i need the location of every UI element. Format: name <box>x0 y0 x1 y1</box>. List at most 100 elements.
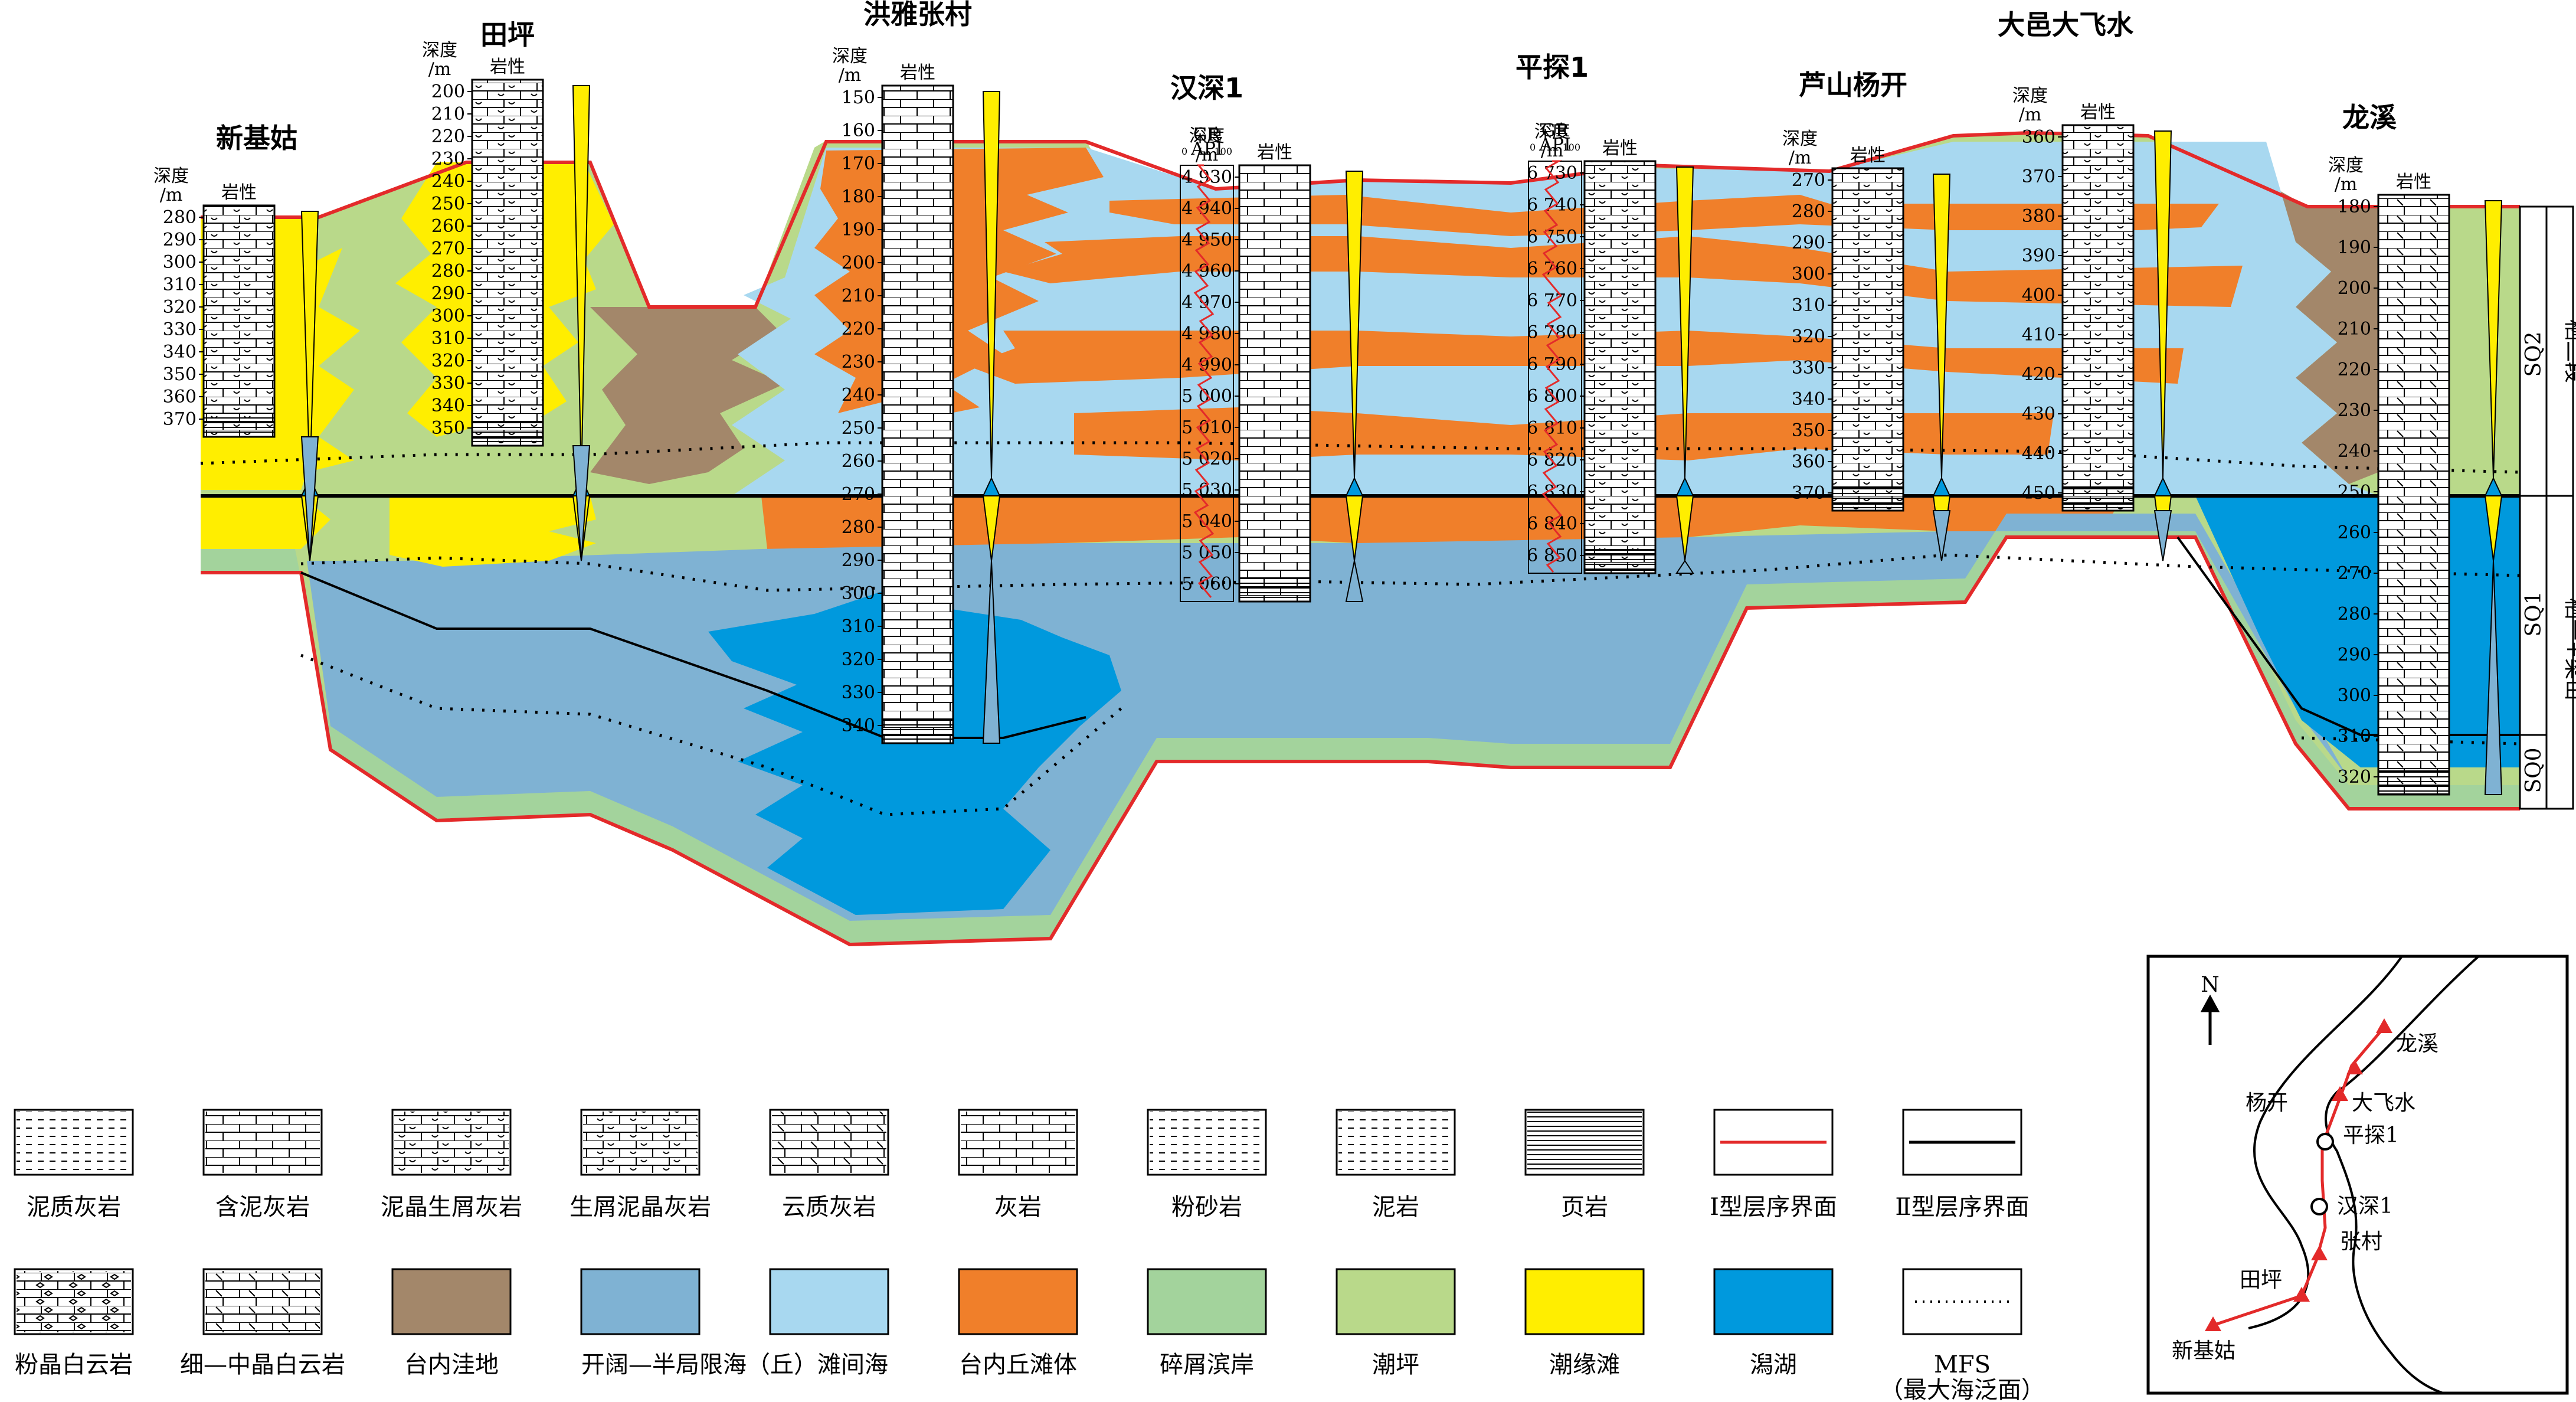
depth-tick-label: 340 <box>842 715 875 736</box>
regressive-triangle <box>2484 200 2503 479</box>
sequence-column-frame <box>2519 205 2548 810</box>
legend-label: 生屑泥晶灰岩 <box>569 1194 711 1221</box>
depth-header: 深度 <box>422 40 457 61</box>
depth-tick-label: 350 <box>1792 420 1825 441</box>
legend-label: 泥晶生屑灰岩 <box>381 1194 522 1221</box>
depth-tick-label: 190 <box>842 220 875 240</box>
legend-swatch-pattern <box>205 1112 320 1173</box>
shale-base-dafeishui <box>2062 486 2134 511</box>
depth-tick-label: 300 <box>431 306 465 326</box>
inset-label-zhangcun: 张村 <box>2340 1230 2382 1254</box>
depth-tick-label: 5 040 <box>1181 511 1232 532</box>
depth-unit-header: /m <box>2335 174 2358 195</box>
depth-header: 深度 <box>2012 86 2048 106</box>
depth-unit-header: /m <box>1196 145 1219 165</box>
depth-tick-label: 430 <box>2022 404 2055 424</box>
legend-item-suixie: 碎屑滨岸 <box>1147 1268 1267 1378</box>
depth-tick-label: 240 <box>431 171 465 192</box>
legend-item-kaikuo: 开阔—半局限海（丘）滩间海 <box>580 1268 888 1378</box>
shale-base-longxi <box>2378 770 2450 795</box>
depth-unit-header: /m <box>428 59 451 80</box>
lithology-fill-longxi <box>2378 195 2449 795</box>
gr-unit-label: API <box>1190 139 1223 159</box>
legend-label: 云质灰岩 <box>782 1194 876 1221</box>
depth-tick-label: 340 <box>1792 389 1825 410</box>
depth-tick-label: 6 780 <box>1527 322 1577 343</box>
inset-frame <box>2146 955 2569 1395</box>
lithology-fill-tianping <box>472 80 543 446</box>
lower-transgressive-triangle <box>982 560 1001 744</box>
gr-log-track <box>1180 165 1234 602</box>
legend-item-chaoyuan: 潮缘滩 <box>1524 1268 1645 1378</box>
depth-tick-label: 370 <box>1792 483 1825 504</box>
legend-swatch-fill <box>1336 1268 1456 1335</box>
regressive-triangle <box>1675 166 1694 479</box>
legend-label: 潮缘滩 <box>1549 1351 1620 1378</box>
sequence-column: SQ2 SQ1 SQ0 栖二段 栖一+梁山 <box>2519 205 2576 810</box>
legend-swatch-pattern <box>772 1112 886 1173</box>
gr-curve <box>1193 164 1215 598</box>
legend-swatch-fill <box>1524 1268 1645 1335</box>
lithology-header: 岩性 <box>2396 172 2431 192</box>
legend-swatch-pattern <box>17 1112 131 1173</box>
shale-base-tianping <box>472 421 544 446</box>
depth-header: 深度 <box>1189 126 1225 146</box>
legend-item-yunzhi: 云质灰岩 <box>769 1109 889 1221</box>
lower-transgressive-triangle <box>2153 510 2172 561</box>
legend-label: 泥质灰岩 <box>27 1194 121 1221</box>
depth-tick-label: 260 <box>431 216 465 237</box>
lower-regressive-triangle <box>1675 495 1694 561</box>
depth-tick-label: 360 <box>1792 452 1825 472</box>
legend-label: 潟湖 <box>1750 1351 1797 1378</box>
depth-tick-label: 370 <box>2022 166 2055 187</box>
depth-tick-label: 270 <box>2338 563 2371 584</box>
legend-item-nizhihuiyan: 泥质灰岩 <box>14 1109 134 1221</box>
legend-item-niyan: 泥岩 <box>1336 1109 1456 1221</box>
inset-label-xinjigu: 新基姑 <box>2172 1339 2235 1363</box>
well-name-zhangcun: 洪雅张村 <box>863 0 972 30</box>
depth-tick-label: 4 930 <box>1181 167 1232 188</box>
legend-item-xizhong: 细—中晶白云岩 <box>180 1268 345 1378</box>
depth-unit-header: /m <box>1541 140 1564 161</box>
lower-regressive-triangle <box>2484 495 2503 561</box>
depth-tick-label: 170 <box>842 153 875 174</box>
intraplatform-depression-area-3 <box>2266 183 2378 484</box>
lithology-header: 岩性 <box>1850 145 1886 166</box>
shale-base-hanshen1 <box>1239 577 1311 602</box>
depth-tick-label: 280 <box>163 207 197 228</box>
legend-item-yeyan: 页岩 <box>1524 1109 1645 1221</box>
depth-tick-label: 6 840 <box>1527 514 1577 534</box>
well-marker-longxi <box>2376 1018 2392 1033</box>
lithology-header: 岩性 <box>1257 142 1292 163</box>
legend-label: 灰岩 <box>994 1194 1042 1221</box>
depth-tick-label: 330 <box>842 682 875 703</box>
depth-tick-label: 6 750 <box>1527 227 1577 247</box>
legend-item-shengxie: 生屑泥晶灰岩 <box>569 1109 711 1221</box>
well-marker-dafeishui <box>2346 1060 2363 1074</box>
lithology-fill-xinjigu <box>204 205 274 437</box>
lithology-fill-dafeishui <box>2063 125 2133 511</box>
inset-location-map: N 龙溪 大飞水 杨开 平探1 汉深1 张村 田坪 新基姑 <box>2146 955 2569 1395</box>
lower-transgressive-triangle <box>1345 560 1364 602</box>
depth-tick-label: 250 <box>431 194 465 214</box>
gr-scale-min: 0 <box>1530 142 1536 153</box>
depth-header: 深度 <box>1534 122 1570 142</box>
basin-outline-right <box>2325 955 2480 1394</box>
well-marker-tianping <box>2293 1287 2310 1302</box>
depth-tick-label: 300 <box>2338 685 2371 706</box>
legend-item-hannihuiyan: 含泥灰岩 <box>202 1109 323 1221</box>
lithology-header: 岩性 <box>221 182 257 203</box>
legend-swatch-pattern <box>1338 1112 1453 1173</box>
shale-base-pingtan1 <box>1584 549 1656 574</box>
depth-tick-label: 380 <box>2022 206 2055 227</box>
well-name-tianping: 田坪 <box>480 19 535 51</box>
legend-swatch-pattern <box>961 1112 1075 1173</box>
sq2-label: SQ2 <box>2522 331 2546 377</box>
inset-label-hanshen1: 汉深1 <box>2337 1194 2393 1218</box>
legend-item-type1: Ⅰ型层序界面 <box>1710 1109 1837 1221</box>
lithology-fill-zhangcun <box>882 86 953 743</box>
depth-tick-label: 340 <box>163 342 197 362</box>
depth-tick-label: 240 <box>2338 441 2371 462</box>
